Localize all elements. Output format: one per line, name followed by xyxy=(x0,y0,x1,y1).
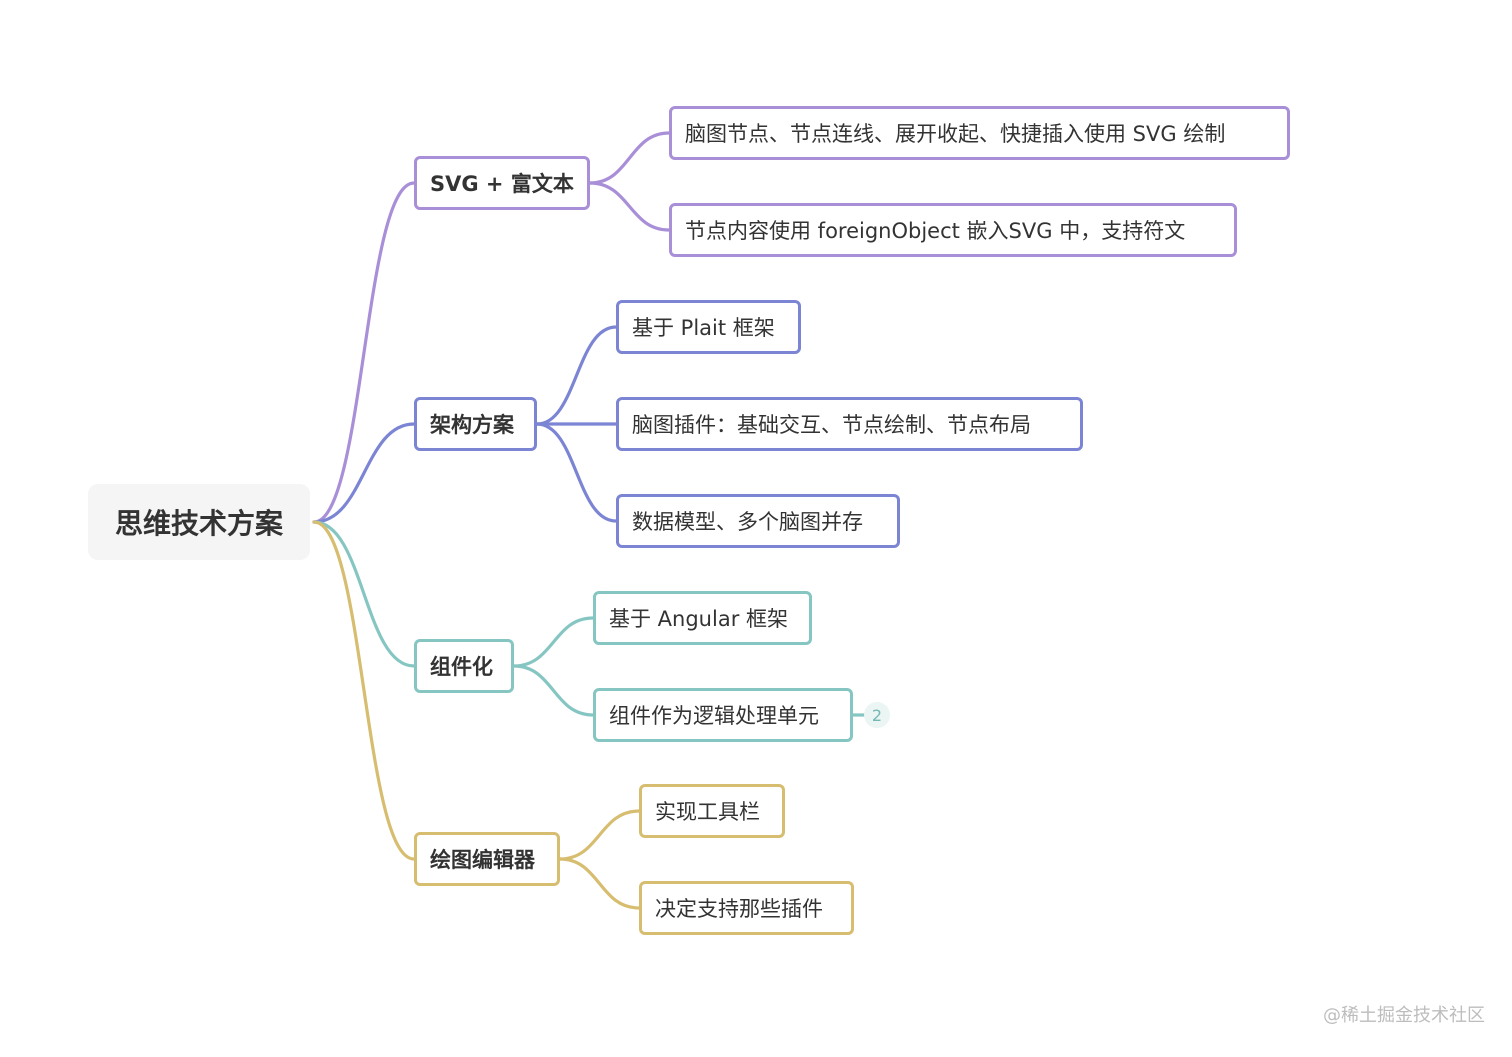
link-branch-3-to-child-1 xyxy=(558,857,641,910)
leaf-node-component-unit[interactable]: 组件作为逻辑处理单元 xyxy=(593,688,853,742)
leaf-node-angular-framework[interactable]: 基于 Angular 框架 xyxy=(593,591,812,645)
link-branch-2-to-child-0 xyxy=(512,616,595,668)
branch-node-drawing-editor[interactable]: 绘图编辑器 xyxy=(414,832,560,886)
leaf-node-data-model[interactable]: 数据模型、多个脑图并存 xyxy=(616,494,900,548)
link-branch-0-to-child-0 xyxy=(588,131,671,185)
link-branch-2-to-child-1 xyxy=(512,664,595,717)
link-branch-0-to-child-1 xyxy=(588,181,671,232)
link-branch-3-to-child-0 xyxy=(558,809,641,861)
branch-node-componentization[interactable]: 组件化 xyxy=(414,639,514,693)
link-branch-1-to-child-0 xyxy=(535,325,618,426)
leaf-node-toolbar[interactable]: 实现工具栏 xyxy=(639,784,785,838)
branch-node-svg-rich-text[interactable]: SVG + 富文本 xyxy=(414,156,590,210)
watermark-text: @稀土掘金技术社区 xyxy=(1323,1005,1485,1026)
leaf-node-plait-framework[interactable]: 基于 Plait 框架 xyxy=(616,300,801,354)
leaf-node-foreign-object[interactable]: 节点内容使用 foreignObject 嵌入SVG 中，支持符文 xyxy=(669,203,1237,257)
link-root-to-branch-0 xyxy=(312,181,416,524)
leaf-node-mindmap-plugin[interactable]: 脑图插件：基础交互、节点绘制、节点布局 xyxy=(616,397,1083,451)
link-root-to-branch-1 xyxy=(312,422,416,524)
collapsed-count-badge[interactable]: 2 xyxy=(864,702,890,728)
branch-node-architecture[interactable]: 架构方案 xyxy=(414,397,537,451)
root-node[interactable]: 思维技术方案 xyxy=(88,484,310,560)
link-root-to-branch-3 xyxy=(312,520,416,861)
link-branch-1-to-child-2 xyxy=(535,422,618,523)
leaf-node-svg-drawing[interactable]: 脑图节点、节点连线、展开收起、快捷插入使用 SVG 绘制 xyxy=(669,106,1290,160)
link-root-to-branch-2 xyxy=(312,520,416,668)
leaf-node-plugin-support[interactable]: 决定支持那些插件 xyxy=(639,881,854,935)
